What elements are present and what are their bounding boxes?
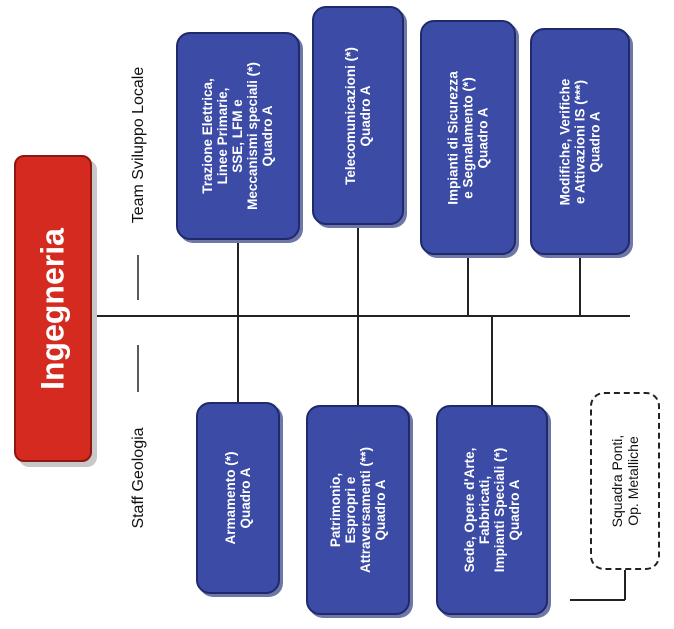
box-line: Patrimonio, bbox=[327, 472, 343, 548]
box-squadra-ponti: Squadra Ponti, Op. Metalliche bbox=[590, 392, 660, 570]
box-line: Telecomunicazioni (*) bbox=[342, 46, 358, 185]
box-line: Quadro A bbox=[475, 107, 491, 169]
box-line: Quadro A bbox=[260, 105, 276, 167]
box-impianti-sicurezza: Impianti di Sicurezza e Segnalamento (*)… bbox=[420, 20, 516, 255]
box-line: Quadro A bbox=[507, 479, 523, 541]
box-line: Trazione Elettrica, bbox=[200, 78, 216, 194]
box-line: SSE, LFM e bbox=[230, 99, 246, 173]
box-sede-opere-arte: Sede, Opere d'Arte, Fabbricati, Impianti… bbox=[436, 405, 548, 615]
box-line: Meccanismi speciali (*) bbox=[245, 62, 261, 210]
root-node-ingegneria: Ingegneria bbox=[14, 155, 92, 462]
box-line: Impianti di Sicurezza bbox=[445, 70, 461, 205]
box-line: e Segnalamento (*) bbox=[460, 76, 476, 199]
box-line: Quadro A bbox=[238, 467, 253, 529]
staff-label-wrap: Staff Geologia bbox=[128, 398, 150, 558]
box-trazione-elettrica: Trazione Elettrica, Linee Primarie, SSE,… bbox=[176, 32, 300, 240]
box-patrimonio-espropri: Patrimonio, Espropri e Attraversamenti (… bbox=[306, 405, 410, 615]
root-node-label: Ingegneria bbox=[34, 227, 71, 390]
box-line: Squadra Ponti, bbox=[608, 434, 625, 528]
box-line: Linee Primarie, bbox=[215, 87, 231, 185]
box-line: Modifiche, Verifiche bbox=[557, 78, 573, 205]
box-line: Quadro A bbox=[587, 111, 603, 173]
box-line: Op. Metalliche bbox=[625, 436, 641, 526]
box-line: Quadro A bbox=[358, 85, 373, 147]
box-line: Armamento (*) bbox=[222, 451, 238, 545]
box-line: Sede, Opere d'Arte, bbox=[461, 447, 477, 573]
staff-geologia-label: Staff Geologia bbox=[130, 427, 147, 529]
box-armamento: Armamento (*) Quadro A bbox=[196, 402, 280, 594]
box-modifiche-verifiche: Modifiche, Verifiche e Attivazioni IS (*… bbox=[530, 28, 630, 255]
box-line: Quadro A bbox=[373, 479, 389, 541]
box-line: Fabbricati, bbox=[476, 475, 492, 545]
team-sviluppo-locale-label: Team Sviluppo Locale bbox=[130, 66, 147, 224]
box-line: Espropri e bbox=[342, 476, 358, 544]
box-line: e Attivazioni IS (***) bbox=[572, 79, 588, 204]
box-line: Impianti Speciali (*) bbox=[492, 447, 507, 573]
box-telecomunicazioni: Telecomunicazioni (*) Quadro A bbox=[312, 6, 404, 225]
box-line: Attraversamenti (**) bbox=[358, 446, 373, 574]
team-label-wrap: Team Sviluppo Locale bbox=[128, 40, 150, 250]
